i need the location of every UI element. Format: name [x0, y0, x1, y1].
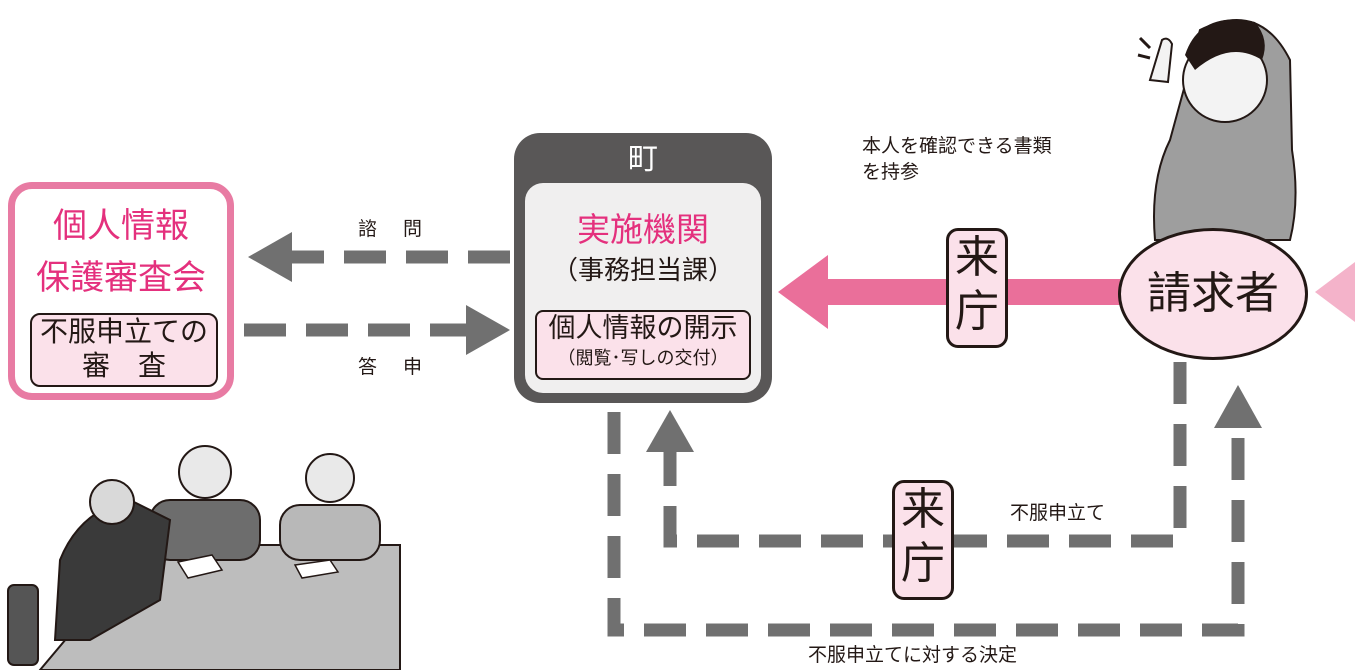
- disclosure-main-label: 個人情報の開示: [548, 313, 738, 344]
- visit-badge-top: 来 庁: [946, 228, 1008, 348]
- visit-badge-bottom-char1: 来: [901, 484, 945, 535]
- requester-label: 請求者: [1147, 268, 1279, 319]
- objection-label: 不服申立て: [1010, 502, 1106, 524]
- visit-badge-top-char2: 庁: [955, 286, 999, 337]
- committee-function-line2: 審 査: [81, 349, 166, 382]
- report-label: 答 申: [358, 356, 433, 378]
- woman-pointing-illustration: [1137, 19, 1297, 241]
- decision-arrow: [607, 385, 1262, 637]
- report-arrow: [244, 305, 510, 355]
- inquiry-label: 諮 問: [358, 218, 433, 240]
- visit-badge-bottom: 来 庁: [892, 480, 954, 600]
- committee-function-box: [30, 313, 218, 387]
- committee-title-line2: 保護審査会: [36, 258, 206, 298]
- agency-label: 実施機関: [577, 210, 709, 249]
- town-title: 町: [628, 142, 658, 177]
- bring-id-line1: 本人を確認できる書類: [862, 135, 1052, 157]
- department-label: （事務担当課）: [551, 256, 734, 286]
- visit-badge-top-char1: 来: [955, 232, 999, 283]
- committee-function-line1: 不服申立ての: [39, 315, 208, 348]
- inquiry-arrow: [248, 232, 510, 282]
- disclosure-box: [535, 310, 751, 380]
- disclosure-sub-label: （閲覧･写しの交付）: [557, 348, 729, 369]
- incoming-arrow: [1315, 262, 1355, 322]
- requester-circle: [1118, 228, 1308, 360]
- business-meeting-illustration: [7, 445, 401, 670]
- visit-badge-bottom-char2: 庁: [901, 538, 945, 589]
- committee-title-line1: 個人情報: [53, 206, 189, 246]
- bring-id-line2: を持参: [862, 161, 920, 183]
- decision-label: 不服申立てに対する決定: [808, 644, 1018, 666]
